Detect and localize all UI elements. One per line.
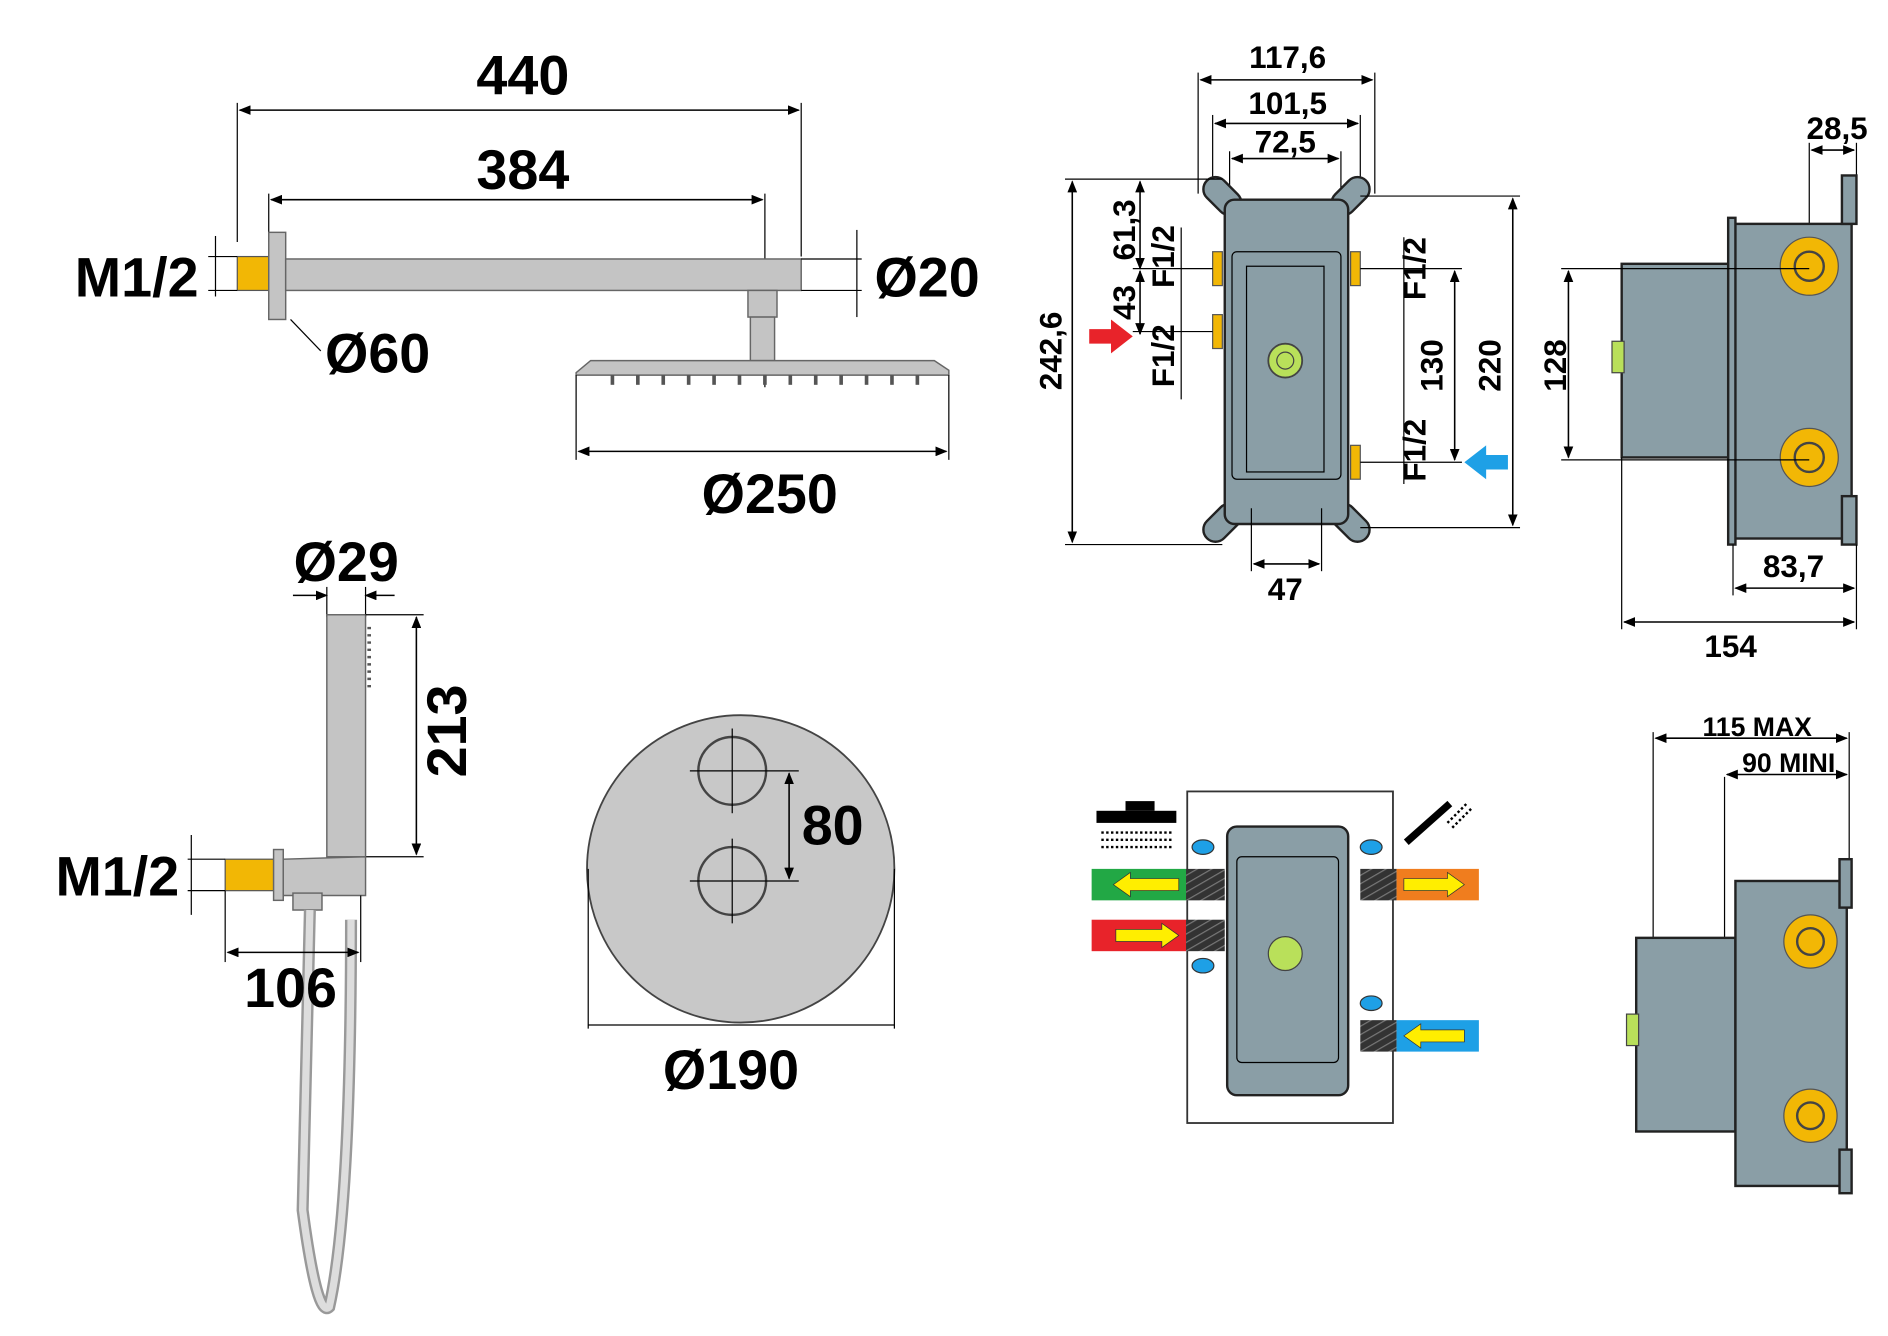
port-label-4: F1/2 [1398, 419, 1433, 482]
shower-head [575, 359, 950, 376]
inlet-hot-pipe [1091, 919, 1225, 952]
dim-offset-61-3: 61,3 [1107, 199, 1142, 260]
dim-flange-60: Ø60 [325, 323, 430, 385]
wall-flange [268, 231, 287, 321]
install-port-upper [1783, 914, 1838, 969]
valve-front-view: 117,6 101,5 72,5 242,6 61,3 43 F1/2 F1/2 [1033, 40, 1521, 607]
inlet-cold-pipe [1360, 1020, 1479, 1052]
side-port-upper [1779, 236, 1839, 296]
level-bubble [1267, 342, 1304, 379]
dim-offset-28-5: 28,5 [1806, 111, 1867, 146]
dim-knob-80: 80 [802, 795, 864, 857]
dim-384: 384 [476, 139, 569, 201]
hand-wall-flange [272, 848, 284, 902]
trim-plate-view: 80 Ø190 [586, 714, 896, 1101]
head-swivel [747, 289, 778, 318]
hand-shower-handle [326, 614, 367, 858]
dim-arm-20: Ø20 [874, 246, 979, 308]
dim-height-220: 220 [1473, 339, 1508, 391]
dim-handle-213: 213 [416, 684, 478, 777]
connection-diagram [1091, 790, 1479, 1124]
hand-shower-view: Ø29 213 M1/2 106 [55, 531, 478, 1315]
outlet-hand-pipe [1360, 868, 1479, 901]
hand-shower-icon [1403, 800, 1473, 845]
dim-depth-83-7: 83,7 [1763, 549, 1824, 584]
ptfe-tape-icons [1191, 839, 1383, 1012]
port-label-1: F1/2 [1146, 225, 1181, 288]
hand-holder [282, 856, 367, 897]
hot-inlet-arrow [1089, 319, 1133, 354]
outlet-rain-pipe [1091, 868, 1225, 901]
dim-spacing-128: 128 [1538, 339, 1573, 391]
depth-min: 90 MINI [1742, 748, 1835, 778]
hand-thread [224, 858, 275, 892]
dim-width-101-5: 101,5 [1248, 86, 1327, 121]
dim-spacing-43: 43 [1107, 285, 1142, 320]
dim-width-72-5: 72,5 [1255, 124, 1316, 159]
valve-side-view: 28,5 128 83,7 154 [1538, 111, 1868, 664]
dim-handle-29: Ø29 [294, 531, 399, 593]
shower-head-nozzles [610, 375, 920, 385]
dim-depth-154: 154 [1704, 629, 1757, 664]
arm-thread [236, 255, 270, 292]
head-neck [749, 316, 776, 362]
thread-m12-hand: M1/2 [55, 846, 179, 908]
dim-440: 440 [476, 44, 569, 106]
port-label-2: F1/2 [1146, 324, 1181, 387]
shower-arm-view: 440 384 M1/2 Ø60 Ø20 [75, 44, 980, 525]
dim-spacing-130: 130 [1415, 339, 1450, 391]
dim-height-242-6: 242,6 [1033, 312, 1068, 391]
side-port-lower [1779, 427, 1839, 488]
thread-m12-arm: M1/2 [75, 246, 199, 308]
dim-projection-106: 106 [244, 957, 337, 1019]
cold-inlet-arrow [1464, 445, 1508, 480]
dim-plate-190: Ø190 [663, 1039, 799, 1101]
install-sleeve [1634, 936, 1737, 1133]
dim-head-250: Ø250 [702, 463, 838, 525]
depth-max: 115 MAX [1702, 712, 1812, 742]
install-depth-view: 115 MAX 90 MINI [1625, 712, 1853, 1195]
arm-tube [284, 258, 802, 292]
dim-width-117-6: 117,6 [1249, 40, 1326, 75]
install-port-lower [1783, 1088, 1838, 1143]
dim-bottom-47: 47 [1268, 572, 1303, 607]
rain-shower-icon [1096, 801, 1177, 849]
side-sleeve [1620, 262, 1735, 459]
